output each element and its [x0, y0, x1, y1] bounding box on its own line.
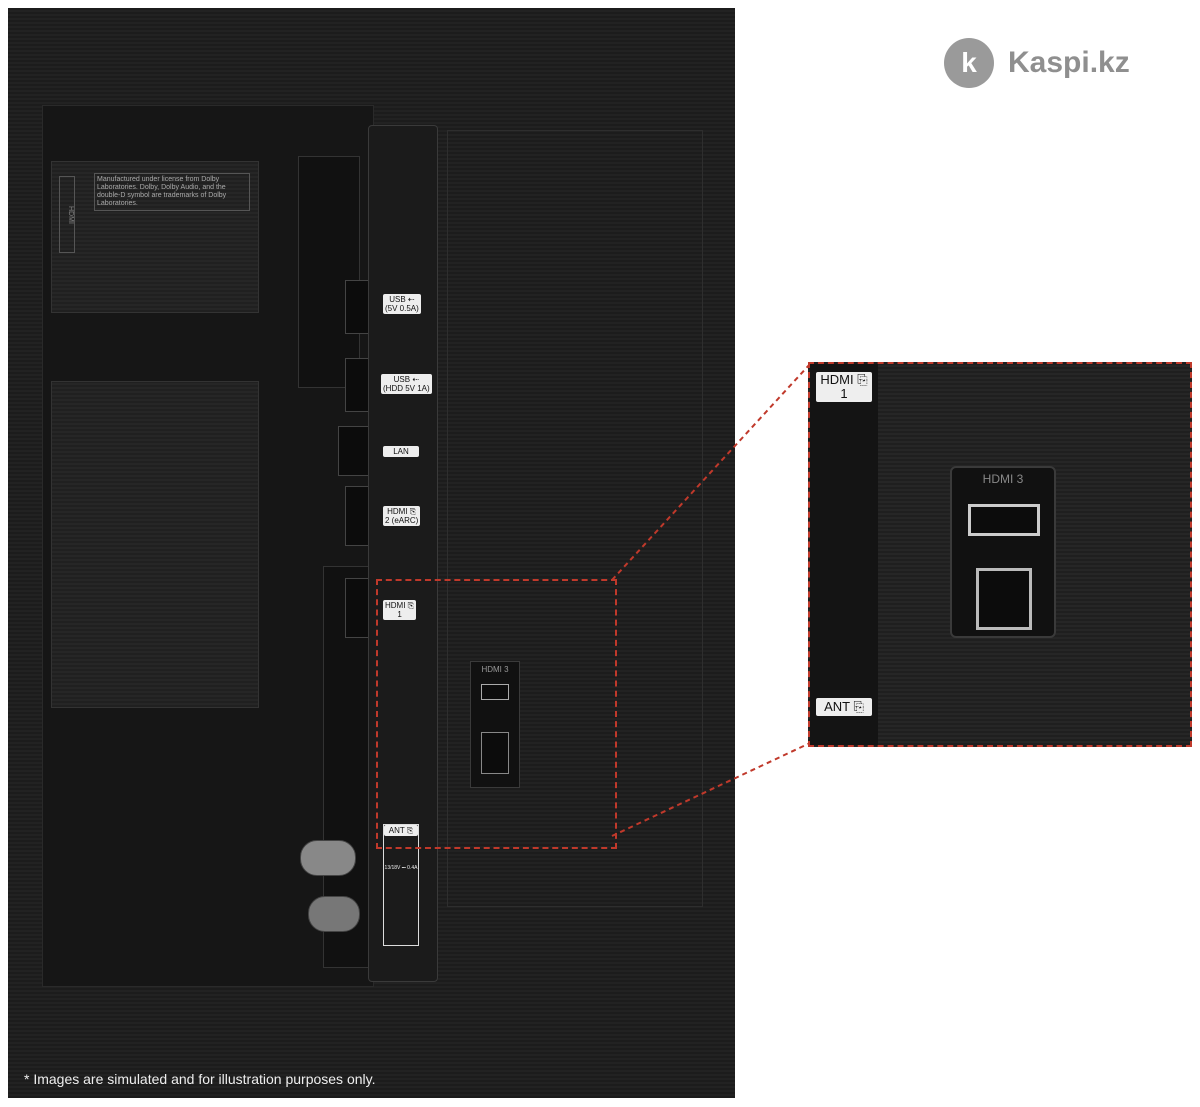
- hdmi3-label: HDMI 3: [481, 665, 509, 674]
- dolby-notice: Manufactured under license from Dolby La…: [94, 173, 250, 211]
- hdmi1-port: [345, 578, 369, 638]
- zoomed-inset: HDMI ⎘1 ANT ⎘ HDMI 3: [808, 362, 1192, 747]
- ant-label: ANT ⎘: [384, 825, 418, 836]
- satellite-connector: [308, 896, 360, 932]
- antenna-connector: [300, 840, 356, 876]
- ant-box: ANT ⎘ 13/18V ⎓ 0.4A: [383, 824, 419, 946]
- usb-port-2: [345, 358, 369, 412]
- connector-recess: HDMI: [42, 105, 375, 987]
- kaspi-logo-text: Kaspi.kz: [1008, 46, 1130, 79]
- right-panel: HDMI 3: [447, 130, 703, 907]
- usb1-label: USB ⇠(5V 0.5A): [383, 294, 421, 314]
- hdmi3-optical-block: HDMI 3: [470, 661, 520, 788]
- hdmi1-label: HDMI ⎘1: [383, 600, 417, 620]
- kaspi-logo-icon: k: [944, 38, 994, 88]
- hdmi3-port: [481, 684, 509, 700]
- usb2-label: USB ⇠(HDD 5V 1A): [381, 374, 432, 394]
- inset-strip: HDMI ⎘1 ANT ⎘: [810, 364, 878, 745]
- tv-back-photo: HDMI Manufactured under license from Dol…: [8, 8, 735, 1098]
- inset-hdmi1-label: HDMI ⎘1: [816, 372, 872, 402]
- port-block-top: [298, 156, 360, 388]
- dolby-panel: [51, 161, 259, 313]
- inset-ant-label: ANT ⎘: [816, 698, 872, 716]
- inset-hdmi3-label: HDMI 3: [982, 472, 1024, 486]
- hdmi-logo: HDMI: [59, 176, 75, 253]
- ant-power-label: 13/18V ⎓ 0.4A: [384, 865, 418, 871]
- inset-hdmi3-port: [968, 504, 1040, 536]
- inset-port-block: HDMI 3: [950, 466, 1056, 638]
- back-panel: [51, 381, 259, 708]
- optical-port: [481, 732, 509, 774]
- lan-label: LAN: [383, 446, 419, 457]
- kaspi-logo: k Kaspi.kz: [944, 38, 1130, 88]
- hdmi2-label: HDMI ⎘2 (eARC): [383, 506, 421, 526]
- disclaimer-caption: * Images are simulated and for illustrat…: [24, 1071, 376, 1087]
- label-strip: USB ⇠(5V 0.5A) USB ⇠(HDD 5V 1A) LAN HDMI…: [368, 125, 438, 982]
- inset-optical-port: [976, 568, 1032, 630]
- zoom-highlight-box: [376, 579, 617, 849]
